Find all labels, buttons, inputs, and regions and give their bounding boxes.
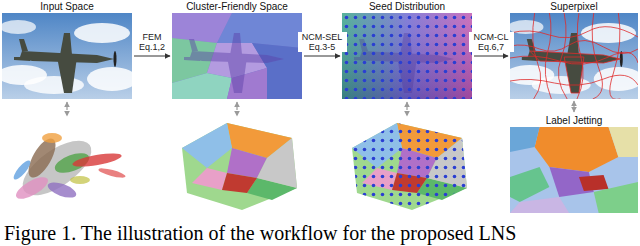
illustration-part <box>66 102 67 116</box>
panel-title: Input Space <box>2 0 132 13</box>
flow-arrow <box>474 56 508 57</box>
panel-title: Label Jetting <box>510 114 638 127</box>
image-panel: Cluster-Friendly Space <box>172 0 302 99</box>
illustration-part <box>236 102 237 116</box>
edge-label: FEM Eq.1,2 <box>135 32 170 52</box>
panel-title: Seed Distribution <box>342 0 472 13</box>
illustration-part <box>510 197 569 213</box>
image-panel: Label Jetting <box>510 114 638 213</box>
illustration-part <box>510 127 638 213</box>
illustration-part <box>342 13 472 99</box>
illustration-part <box>184 33 284 93</box>
illustration-part <box>98 166 127 179</box>
illustration-part <box>172 13 302 99</box>
correspondence-arrows <box>67 102 407 116</box>
label-jetting-image <box>510 127 638 213</box>
illustration-part <box>342 13 472 99</box>
superpixel-image <box>510 13 638 99</box>
image-panel: Superpixel <box>510 0 638 99</box>
input-image <box>2 13 132 99</box>
figure-caption: Figure 1. The illustration of the workfl… <box>4 222 516 244</box>
image-panel: Seed Distribution <box>342 0 472 99</box>
dashed-arrow <box>573 101 574 112</box>
illustration-part <box>342 13 472 99</box>
cluster-scatter <box>182 123 297 210</box>
edge-label: NCM-SEL Eq.3-5 <box>298 32 347 52</box>
flow-arrow <box>134 56 170 57</box>
panel-title: Superpixel <box>510 0 638 13</box>
illustration-part <box>579 175 609 191</box>
illustration-part <box>609 127 639 157</box>
illustration-part <box>510 40 638 53</box>
illustration-part <box>406 102 407 116</box>
illustration-part <box>558 13 567 99</box>
illustration-part <box>182 123 297 210</box>
illustration-part <box>592 13 602 99</box>
illustration-part <box>510 13 638 99</box>
cluster-image <box>172 13 302 99</box>
illustration-part <box>510 127 540 152</box>
illustration-part <box>342 118 472 214</box>
illustration-part <box>610 13 621 99</box>
illustration-part <box>72 151 123 170</box>
image-panel: Input Space <box>2 0 132 99</box>
illustration-part <box>510 27 638 38</box>
illustration-part <box>545 13 551 99</box>
edge-label: NCM-CL Eq.6,7 <box>469 32 514 52</box>
input-scatter <box>11 130 126 205</box>
illustration-part <box>42 133 62 143</box>
illustration-part <box>217 13 302 48</box>
illustration-part <box>594 182 638 213</box>
panel-title: Cluster-Friendly Space <box>172 0 302 13</box>
illustration-part <box>533 13 541 99</box>
illustration-part <box>172 73 232 99</box>
illustration-part <box>535 127 619 172</box>
illustration-part <box>564 57 584 93</box>
illustration-part <box>510 13 638 99</box>
illustration-part <box>11 158 33 182</box>
illustration-part <box>2 13 132 99</box>
illustration-part <box>510 167 549 202</box>
seed-image <box>342 13 472 99</box>
seed-scatter <box>342 118 472 214</box>
illustration-part <box>510 75 638 85</box>
flow-arrow <box>304 56 340 57</box>
illustration-part <box>70 176 90 184</box>
